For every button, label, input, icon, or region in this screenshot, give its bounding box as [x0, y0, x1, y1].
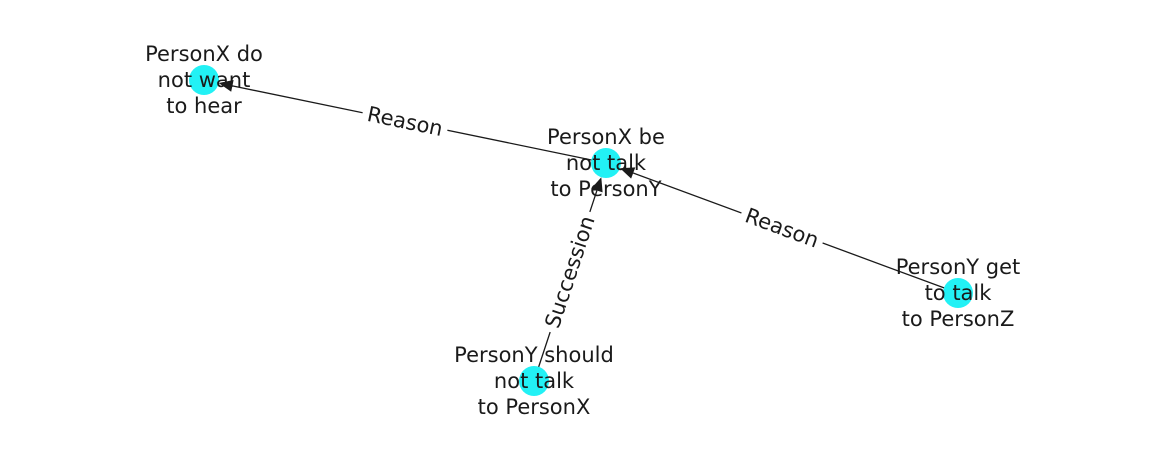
- nodes-layer: [189, 65, 973, 396]
- edge-label-e1: Reason: [365, 102, 445, 141]
- node-label-line: PersonY get: [896, 255, 1021, 279]
- edge-label-group-e2: Succession: [537, 207, 603, 337]
- node-label-line: to PersonX: [478, 395, 591, 419]
- edge-label-bg-e3: [736, 200, 828, 256]
- node-label-line: not talk: [566, 151, 647, 175]
- node-label-line: to hear: [166, 94, 242, 118]
- edge-label-e3: Reason: [742, 203, 822, 252]
- edge-label-bg-e1: [359, 100, 451, 143]
- node-label-line: to PersonZ: [902, 307, 1015, 331]
- arrowhead-e1: [218, 79, 234, 92]
- node-n4: [943, 278, 973, 308]
- node-label-line: PersonX do: [145, 42, 263, 66]
- arrowhead-e3: [620, 167, 636, 179]
- node-n2: [591, 148, 621, 178]
- node-n3: [519, 366, 549, 396]
- edge-label-group-e1: Reason: [359, 100, 451, 143]
- node-label-line: not want: [158, 68, 251, 92]
- node-label-line: to talk: [925, 281, 993, 305]
- node-label-line: to PersonY: [550, 177, 661, 201]
- edge-label-group-e3: Reason: [736, 200, 828, 256]
- node-n1: [189, 65, 219, 95]
- node-label-line: not talk: [494, 369, 575, 393]
- node-label-line: PersonX be: [547, 125, 665, 149]
- edge-label-bg-e2: [537, 207, 603, 337]
- arrowhead-e2: [591, 177, 603, 193]
- node-label-line: PersonY should: [454, 343, 614, 367]
